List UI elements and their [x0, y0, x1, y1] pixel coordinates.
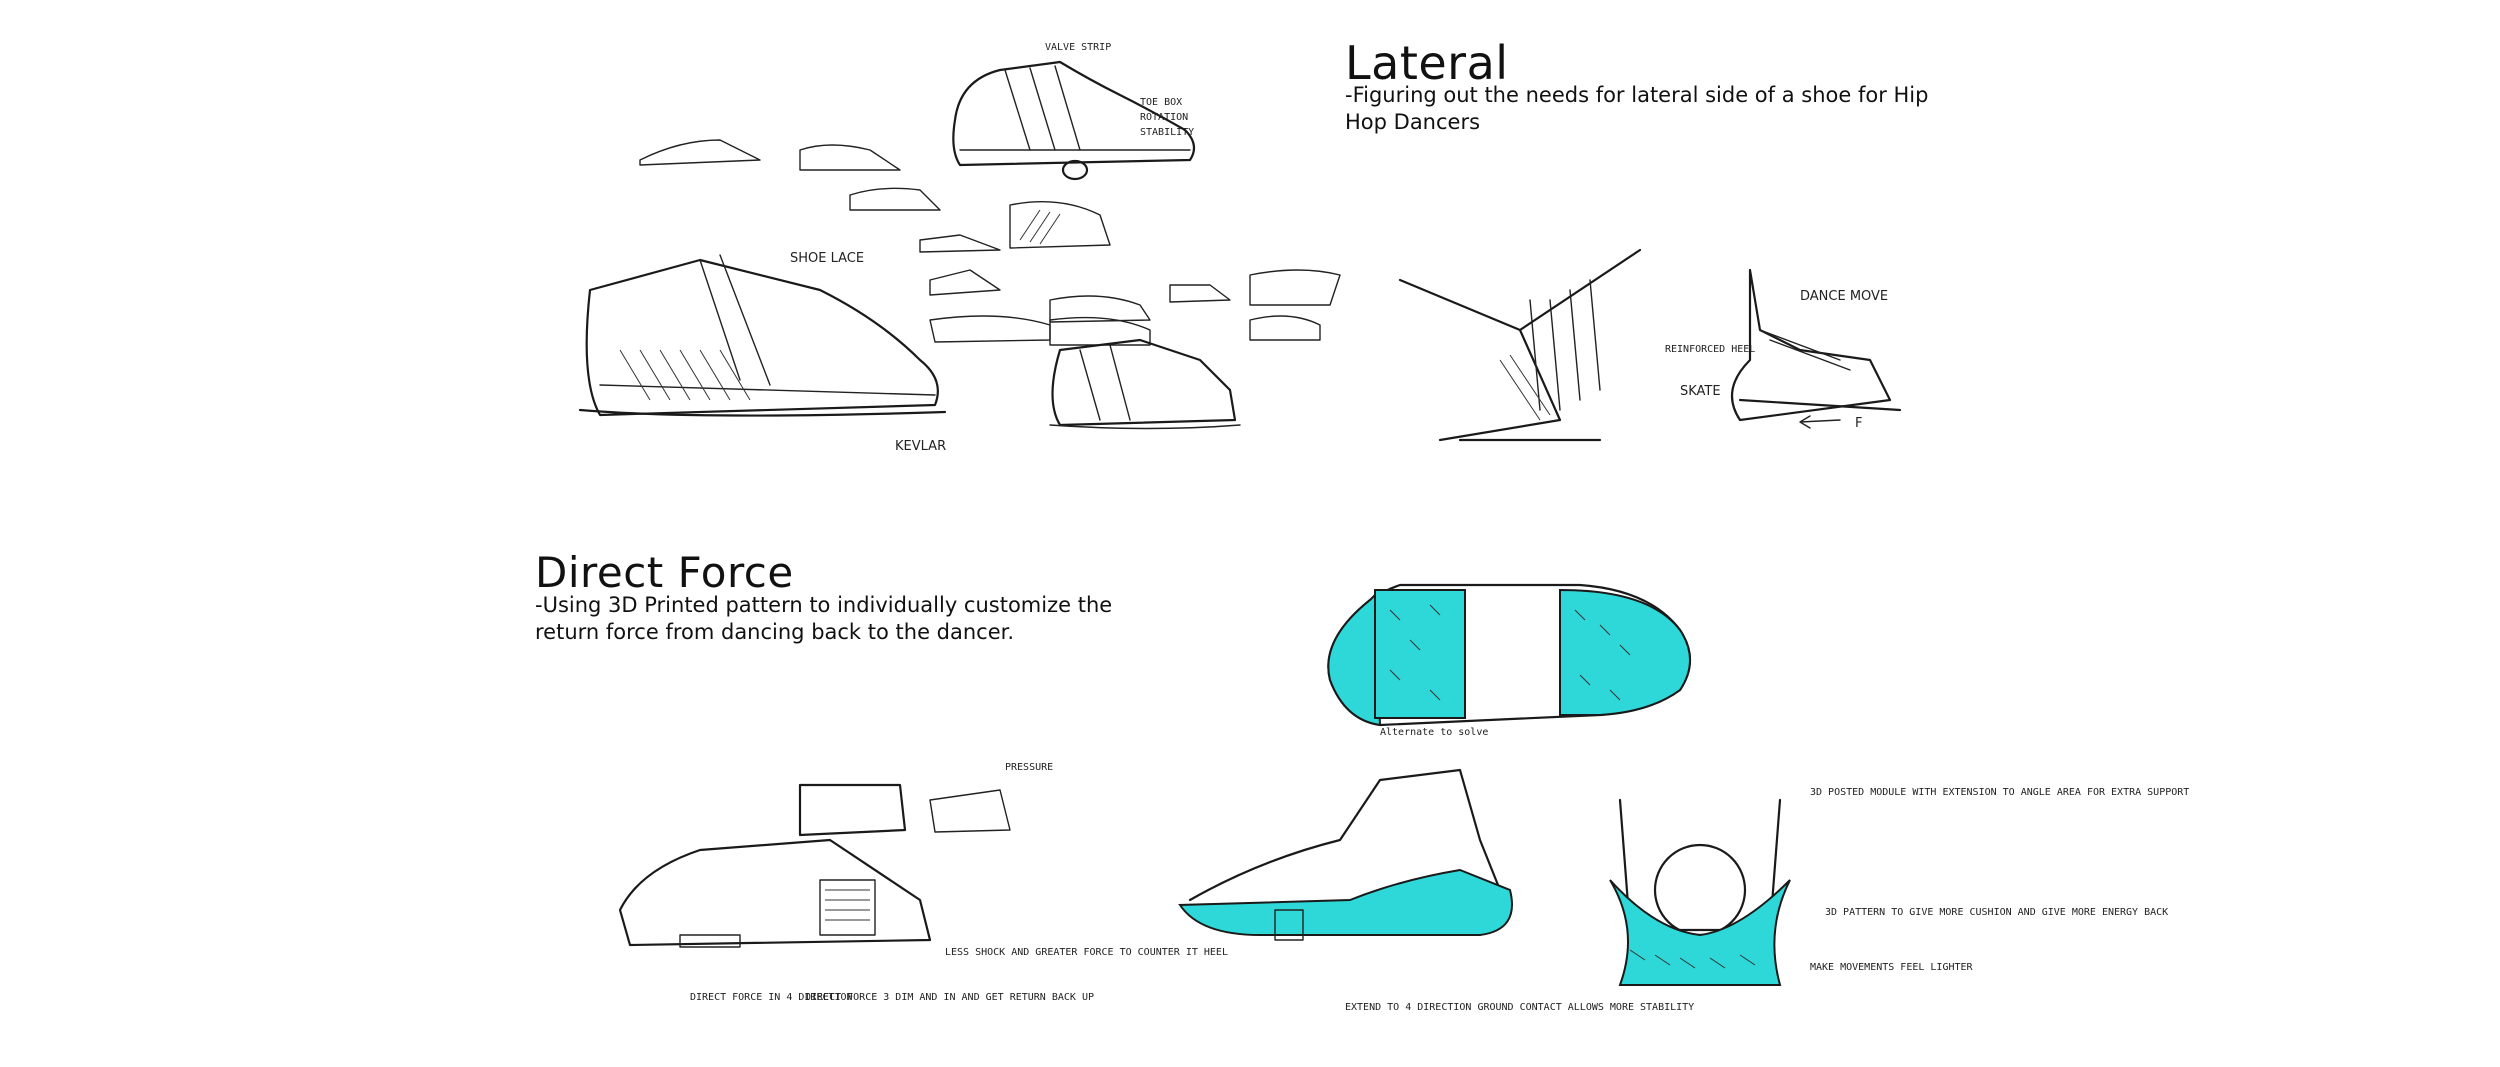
force-label: F — [1855, 416, 1862, 431]
heel-module-sketch: 3D POSTED MODULE WITH EXTENSION TO ANGLE… — [1609, 787, 2189, 986]
svg-text:STABILITY: STABILITY — [1140, 127, 1194, 138]
pattern-note-label: 3D PATTERN TO GIVE MORE CUSHION AND GIVE… — [1825, 907, 2168, 918]
kevlar-label: KEVLAR — [895, 439, 946, 454]
insole-pattern-sketch: Alternate to solve — [1327, 583, 1691, 738]
movement-note-label: MAKE MOVEMENTS FEEL LIGHTER — [1810, 962, 1974, 973]
skate-label: SKATE — [1680, 384, 1721, 399]
high-top-shoe-sketch: SHOE LACE KEVLAR — [578, 251, 946, 454]
svg-text:ROTATION: ROTATION — [1140, 112, 1188, 123]
extend-4-label: EXTEND TO 4 DIRECTION GROUND CONTACT ALL… — [1345, 1002, 1694, 1013]
cyan-sole-shoe-sketch: EXTEND TO 4 DIRECTION GROUND CONTACT ALL… — [1178, 768, 1694, 1013]
lateral-section-description: -Figuring out the needs for lateral side… — [1345, 83, 1929, 134]
pressure-label: PRESSURE — [1005, 762, 1053, 773]
direct-force-4-label: DIRECT FORCE IN 4 DIRECTION — [690, 992, 853, 1003]
svg-text:VALVE STRIP: VALVE STRIP — [1045, 42, 1111, 53]
module-note-label: 3D POSTED MODULE WITH EXTENSION TO ANGLE… — [1810, 787, 2189, 798]
reinforced-heel-label: REINFORCED HEEL — [1665, 344, 1755, 355]
less-shock-label: LESS SHOCK AND GREATER FORCE TO COUNTER … — [945, 947, 1228, 958]
shoe-lace-label: SHOE LACE — [790, 251, 864, 266]
lateral-thumbnails — [639, 139, 1341, 346]
dance-move-sketch-1 — [1398, 248, 1642, 442]
direct-force-section-title: Direct Force — [535, 548, 794, 597]
direct-force-section-description: -Using 3D Printed pattern to individuall… — [535, 593, 1113, 644]
alternate-label: Alternate to solve — [1380, 727, 1488, 738]
direct-force-shoe-sketch: DIRECT FORCE IN 4 DIRECTION DIRECT FORCE… — [618, 762, 1228, 1003]
direct-force-3-label: DIRECT FORCE 3 DIM AND IN AND GET RETURN… — [805, 992, 1094, 1003]
dance-move-label: DANCE MOVE — [1800, 289, 1888, 304]
svg-text:TOE BOX: TOE BOX — [1140, 97, 1182, 108]
lateral-section-title: Lateral — [1345, 36, 1509, 90]
dance-move-sketch-2: DANCE MOVE REINFORCED HEEL SKATE F — [1665, 268, 1902, 431]
sneaker-sketch-top: VALVE STRIP TOE BOX ROTATION STABILITY — [952, 42, 1196, 181]
mid-shoe-sketch — [1049, 338, 1241, 430]
